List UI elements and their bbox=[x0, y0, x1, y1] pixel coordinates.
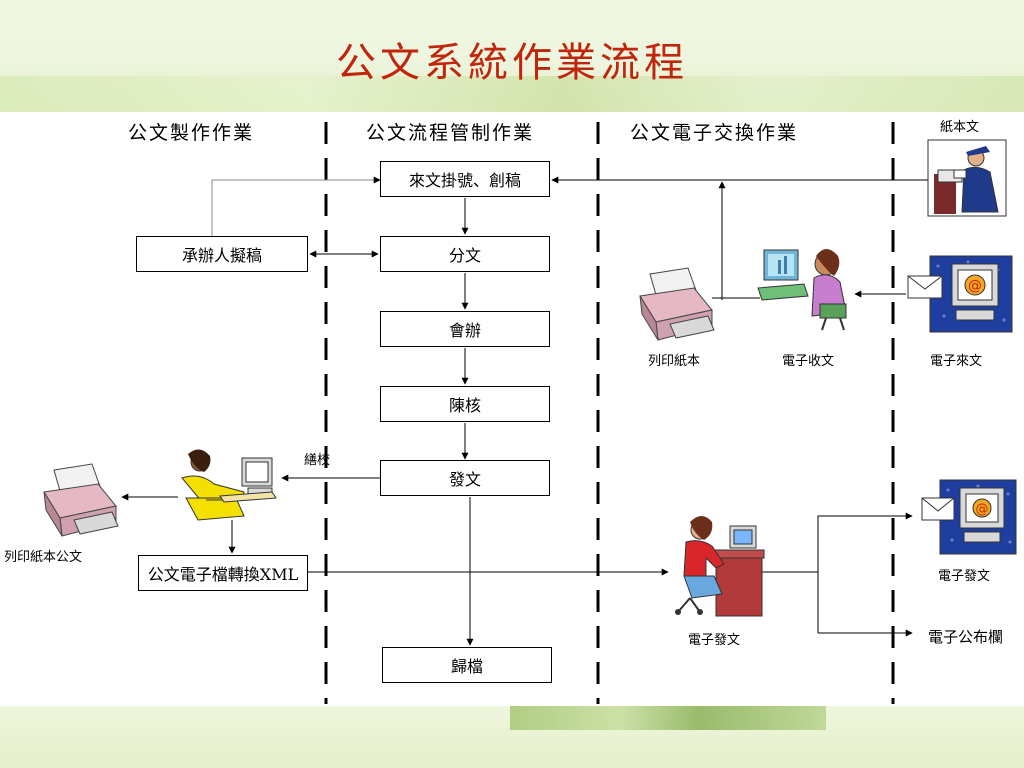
label-proofread: 繕校 bbox=[304, 453, 331, 468]
box-cosign: 會辦 bbox=[380, 311, 550, 347]
svg-text:@: @ bbox=[976, 502, 989, 517]
printer-icon-left bbox=[43, 463, 119, 537]
mailman-icon bbox=[927, 139, 1007, 217]
clerk-computer-icon bbox=[181, 449, 277, 521]
arrow-draft-to-register bbox=[211, 176, 381, 236]
label-print-paper-doc: 列印紙本公文 bbox=[4, 550, 83, 565]
label-e-incoming: 電子來文 bbox=[930, 354, 983, 369]
svg-text:@: @ bbox=[968, 278, 982, 294]
box-convert-xml: 公文電子檔轉換XML bbox=[138, 555, 308, 591]
lane-header-exchange: 公文電子交換作業 bbox=[630, 122, 799, 144]
lane-dividers bbox=[324, 122, 895, 704]
woman-red-desk-icon bbox=[675, 516, 765, 617]
woman-computer-icon bbox=[757, 249, 847, 331]
printer-icon-right bbox=[639, 267, 715, 341]
arrow-branch-to-edispatch-right bbox=[817, 512, 913, 633]
box-register: 來文掛號、創稿 bbox=[380, 161, 550, 197]
label-e-bulletin: 電子公布欄 bbox=[928, 628, 1004, 646]
label-e-dispatch-center: 電子發文 bbox=[688, 633, 741, 648]
label-print-paper: 列印紙本 bbox=[648, 354, 701, 369]
slide-title: 公文系統作業流程 bbox=[336, 40, 688, 86]
box-draft: 承辦人擬稿 bbox=[136, 236, 308, 272]
label-e-receive: 電子收文 bbox=[782, 354, 835, 369]
lane-header-production: 公文製作作業 bbox=[128, 122, 255, 144]
label-paper-doc: 紙本文 bbox=[940, 120, 980, 135]
header-band-photo bbox=[0, 76, 1024, 112]
box-archive: 歸檔 bbox=[382, 647, 552, 683]
email-computer-icon-dispatch: @ bbox=[921, 479, 1017, 555]
box-review: 陳核 bbox=[380, 386, 550, 422]
label-e-dispatch-right: 電子發文 bbox=[938, 569, 991, 584]
box-dispatch: 發文 bbox=[380, 460, 550, 496]
footer-band-photo bbox=[510, 706, 826, 730]
box-distribute: 分文 bbox=[380, 236, 550, 272]
lane-header-flow-control: 公文流程管制作業 bbox=[366, 122, 535, 144]
email-computer-icon-incoming: @ bbox=[907, 255, 1013, 333]
